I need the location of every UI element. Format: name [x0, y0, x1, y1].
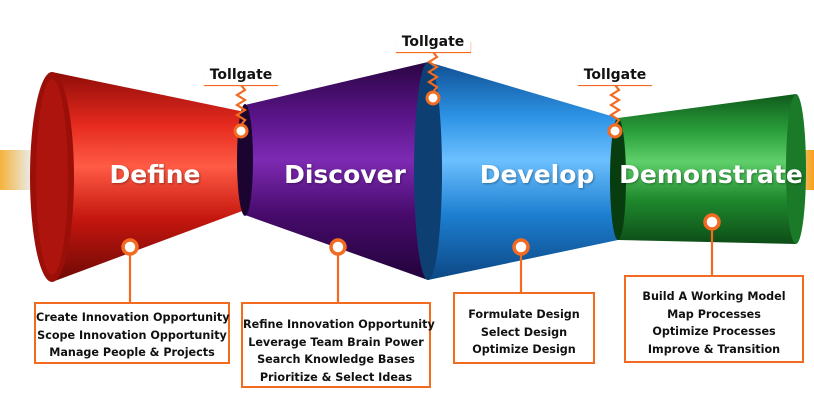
list-item: Leverage Team Brain Power — [248, 335, 424, 349]
develop-stage-label: Develop — [479, 160, 595, 189]
tollgate-zigzag — [608, 84, 622, 126]
discover-stage-label: Discover — [284, 160, 406, 189]
demonstrate-funnel — [610, 94, 806, 244]
stage-node — [121, 238, 139, 256]
tollgate-node — [233, 123, 249, 139]
stage-node — [703, 213, 721, 231]
stage-connectors — [121, 213, 721, 302]
define-stage-label: Define — [109, 160, 201, 189]
tollgate-node — [607, 123, 623, 139]
tollgate-2-label: Tollgate — [395, 32, 471, 52]
stage-node — [512, 238, 530, 256]
list-item: Formulate Design — [468, 308, 580, 321]
tollgate-3-label: Tollgate — [577, 65, 653, 85]
define-activity-list: Create Innovation Opportunity Scope Inno… — [34, 302, 230, 364]
list-item: Optimize Design — [472, 343, 576, 356]
list-item: Improve & Transition — [647, 342, 781, 356]
stage-node — [329, 238, 347, 256]
tollgate-zigzag — [426, 51, 440, 93]
tollgate-zigzag — [234, 84, 248, 126]
list-item: Select Design — [480, 325, 568, 339]
list-item: Build A Working Model — [642, 290, 786, 303]
list-item: Refine Innovation Opportunity — [243, 318, 435, 331]
tollgate-node — [425, 90, 441, 106]
develop-funnel — [414, 62, 618, 280]
demonstrate-activity-list: Build A Working Model Map Processes Opti… — [624, 275, 804, 363]
list-item: Search Knowledge Bases — [257, 353, 415, 366]
develop-activity-list: Formulate Design Select Design Optimize … — [453, 292, 595, 364]
list-item: Optimize Processes — [652, 325, 776, 338]
list-item: Map Processes — [667, 307, 761, 321]
define-funnel — [30, 72, 245, 282]
list-item: Manage People & Projects — [49, 346, 215, 359]
tollgate-1-label: Tollgate — [203, 65, 279, 85]
demonstrate-stage-label: Demonstrate — [619, 160, 803, 189]
list-item: Prioritize & Select Ideas — [259, 370, 413, 384]
list-item: Create Innovation Opportunity — [36, 311, 230, 324]
discover-activity-list: Refine Innovation Opportunity Leverage T… — [241, 302, 435, 388]
list-item: Scope Innovation Opportunity — [37, 328, 227, 342]
